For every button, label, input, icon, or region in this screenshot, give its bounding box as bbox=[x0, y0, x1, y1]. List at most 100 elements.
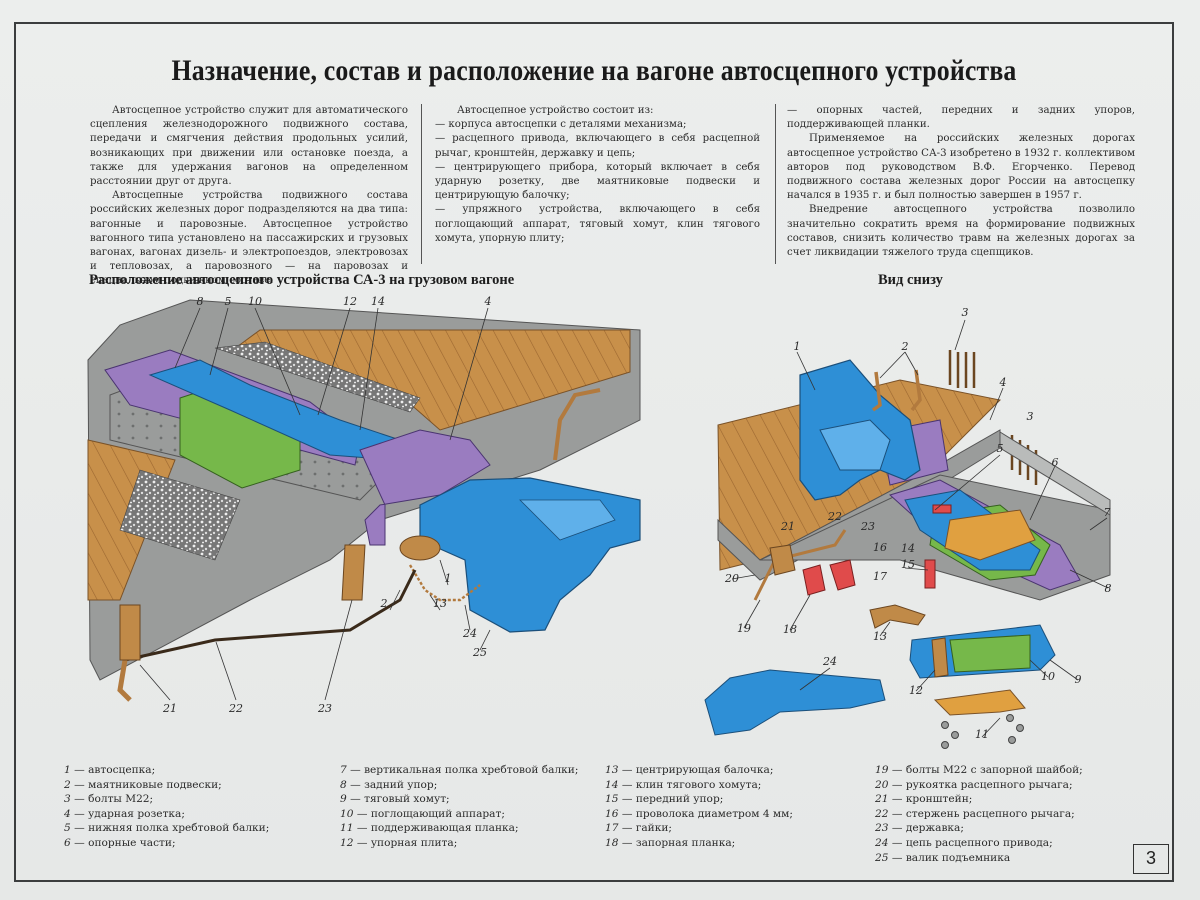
callout-number: 10 bbox=[248, 295, 262, 308]
legend-item: 25 — валик подъемника bbox=[875, 851, 1083, 866]
legend-item: 11 — поддерживающая планка; bbox=[340, 821, 578, 836]
legend-number: 12 bbox=[340, 836, 354, 849]
vertical-sill-flange bbox=[999, 431, 1111, 516]
subtitle-bottom-view: Вид снизу bbox=[878, 272, 943, 288]
legend-number: 5 bbox=[64, 822, 71, 835]
legend-text: — поддерживающая планка; bbox=[353, 822, 519, 835]
legend-number: 17 bbox=[605, 822, 619, 835]
legend-item: 23 — державка; bbox=[875, 821, 1083, 836]
legend-number: 8 bbox=[340, 778, 347, 791]
support-plate bbox=[944, 509, 1036, 561]
legend-number: 21 bbox=[875, 793, 889, 806]
follower-plate-removed bbox=[931, 637, 949, 678]
legend-text: — валик подъемника bbox=[888, 851, 1011, 864]
callout-leader-lines-right bbox=[731, 319, 1109, 738]
legend-number: 13 bbox=[605, 764, 619, 776]
callout-number: 12 bbox=[909, 684, 923, 697]
poster-title: Назначение, состав и расположение на ваг… bbox=[171, 54, 1017, 87]
callout-number: 21 bbox=[780, 520, 795, 533]
callout-number: 7 bbox=[1104, 506, 1111, 519]
legend-item: 5 — нижняя полка хребтовой балки; bbox=[64, 821, 269, 836]
legend-number: 19 bbox=[875, 764, 889, 776]
legend-text: — маятниковые подвески; bbox=[70, 778, 222, 791]
coupler-removed bbox=[704, 669, 886, 736]
callout-number: 25 bbox=[472, 646, 487, 659]
legend-text: — упорная плита; bbox=[353, 836, 458, 849]
callout-number: 9 bbox=[1075, 673, 1082, 686]
legend-text: — ударная розетка; bbox=[70, 807, 185, 820]
legend-item: 7 — вертикальная полка хребтовой балки; bbox=[340, 763, 578, 778]
callout-number: 8 bbox=[1105, 582, 1112, 595]
callout-number: 3 bbox=[962, 306, 969, 319]
uncoupling-lever-handle bbox=[117, 659, 132, 702]
legend-text: — гайки; bbox=[618, 822, 672, 835]
legend-number: 3 bbox=[64, 793, 71, 806]
legend-text: — задний упор; bbox=[346, 778, 438, 791]
legend-number: 24 bbox=[875, 836, 889, 849]
legend-item: 21 — кронштейн; bbox=[875, 792, 1083, 807]
legend-number: 7 bbox=[340, 764, 347, 776]
legend-text: — державка; bbox=[888, 822, 964, 835]
text-column-1: Автосцепное устройство служит для автома… bbox=[90, 104, 408, 289]
legend-text: — нижняя полка хребтовой балки; bbox=[70, 822, 270, 835]
legend-text: — цепь расцепного привода; bbox=[888, 836, 1053, 849]
legend-number: 1 bbox=[64, 764, 71, 776]
legend-item: 2 — маятниковые подвески; bbox=[64, 778, 269, 793]
callout-number: 16 bbox=[873, 541, 887, 554]
bracket-right bbox=[769, 544, 796, 576]
legend-item: 16 — проволока диаметром 4 мм; bbox=[605, 807, 793, 822]
legend-text: — болты М22 с запорной шайбой; bbox=[888, 764, 1083, 776]
legend-number: 25 bbox=[875, 851, 889, 864]
legend-number: 9 bbox=[340, 793, 347, 806]
legend-item: 4 — ударная розетка; bbox=[64, 807, 269, 822]
legend-item: 6 — опорные части; bbox=[64, 836, 269, 851]
legend-number: 11 bbox=[340, 822, 354, 835]
legend-number: 14 bbox=[605, 778, 619, 791]
legend-number: 23 bbox=[875, 822, 889, 835]
lever-bracket bbox=[341, 544, 366, 601]
legend-text: — стержень расцепного рычага; bbox=[888, 807, 1075, 820]
legend-text: — кронштейн; bbox=[888, 793, 973, 806]
callout-number: 5 bbox=[997, 442, 1004, 455]
callout-number: 21 bbox=[162, 702, 177, 715]
legend-number: 18 bbox=[605, 836, 619, 849]
uncoupling-chain bbox=[408, 564, 481, 602]
legend-number: 4 bbox=[64, 807, 71, 820]
callout-number: 3 bbox=[1027, 410, 1034, 423]
draft-key bbox=[924, 559, 936, 589]
callout-number: 14 bbox=[901, 542, 915, 555]
callout-number: 2 bbox=[901, 340, 909, 353]
wagon-handrail bbox=[553, 388, 601, 461]
legend-item: 13 — центрирующая балочка; bbox=[605, 763, 793, 778]
legend-text: — вертикальная полка хребтовой балки; bbox=[346, 764, 579, 776]
col1-paragraph: Автосцепные устройства подвижного состав… bbox=[90, 190, 408, 287]
column-divider bbox=[775, 104, 776, 264]
striking-casting bbox=[359, 429, 491, 546]
callout-number: 1 bbox=[794, 340, 801, 353]
col3-paragraph: Внедрение автосцепного устройства позвол… bbox=[787, 204, 1135, 259]
legend-item: 20 — рукоятка расцепного рычага; bbox=[875, 778, 1083, 793]
uncoupling-lever-right bbox=[753, 529, 847, 601]
col3-paragraph: Применяемое на российских железных дорог… bbox=[787, 133, 1135, 202]
col2-list-item: — корпуса автосцепки с деталями механизм… bbox=[435, 119, 687, 131]
callout-number: 8 bbox=[197, 295, 204, 308]
legend-number: 10 bbox=[340, 807, 354, 820]
callout-number: 11 bbox=[975, 728, 989, 741]
absorber-removed bbox=[949, 634, 1031, 673]
legend-item: 12 — упорная плита; bbox=[340, 836, 578, 851]
coupler-knuckle-raised bbox=[819, 419, 891, 471]
callout-number: 2 bbox=[380, 597, 388, 610]
front-stop bbox=[802, 564, 826, 596]
legend-item: 17 — гайки; bbox=[605, 821, 793, 836]
legend-item: 8 — задний упор; bbox=[340, 778, 578, 793]
legend-column-1: 1 — автосцепка;2 — маятниковые подвески;… bbox=[64, 763, 269, 851]
col2-paragraph: Автосцепное устройство состоит из: bbox=[457, 105, 654, 116]
legend-text: — тяговый хомут; bbox=[346, 793, 450, 806]
pendulum-hanger bbox=[871, 371, 882, 412]
legend-item: 3 — болты М22; bbox=[64, 792, 269, 807]
callout-number: 14 bbox=[371, 295, 385, 308]
col2-list-item: — расцепного привода, включающего в себя… bbox=[435, 133, 760, 159]
callout-number: 17 bbox=[873, 570, 887, 583]
legend-item: 24 — цепь расцепного привода; bbox=[875, 836, 1083, 851]
